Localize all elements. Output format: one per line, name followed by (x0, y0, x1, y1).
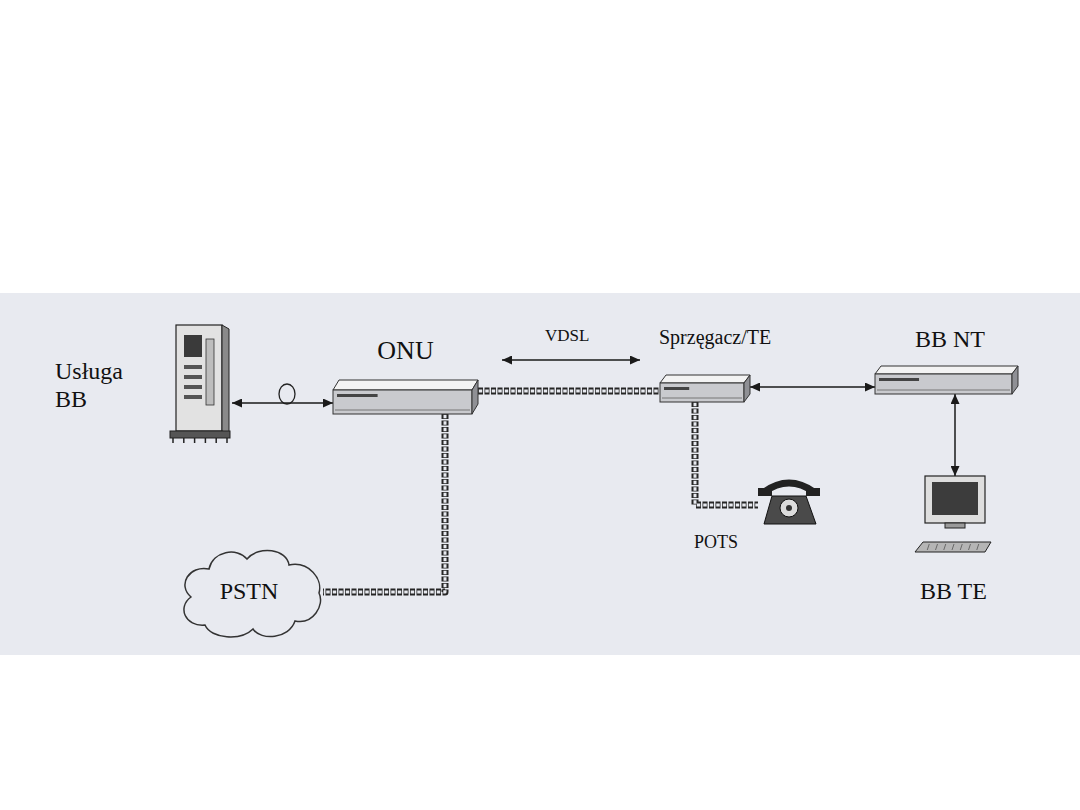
monitor-case (925, 476, 985, 523)
copper-pair (323, 414, 445, 592)
server-slot (184, 385, 202, 389)
keyboard-key-row (960, 544, 962, 550)
splitter-device: Sprzęgacz/TE (655, 326, 807, 402)
node-label: POTS (694, 532, 774, 553)
pair-inner (695, 402, 758, 505)
phone-drawing (758, 483, 820, 524)
keyboard-key-row (977, 544, 979, 550)
server-foot (183, 438, 185, 443)
keyboard-key-row (936, 544, 938, 550)
server-foot (194, 438, 196, 443)
monitor-screen (932, 482, 978, 515)
fiber-symbol (279, 384, 295, 404)
device-trim (335, 410, 470, 411)
arrow-line (750, 386, 875, 388)
pair-outer (695, 402, 758, 505)
phone-icon (758, 478, 820, 524)
computer-terminal: BB TE (900, 474, 1017, 609)
copper-pair (695, 402, 758, 505)
device-panel (664, 387, 689, 390)
service-server: Usługa BB (50, 320, 235, 445)
node-label: Sprzęgacz/TE (659, 326, 805, 349)
server-foot (205, 438, 207, 443)
phone-mouthpiece (806, 488, 820, 496)
device-panel (879, 378, 919, 381)
device-trim (662, 398, 742, 399)
keyboard-key-row (944, 544, 946, 550)
device-top (333, 380, 478, 390)
device-drawing (333, 380, 478, 414)
server-side (222, 325, 229, 433)
link-arrow (750, 387, 875, 388)
server-foot (215, 438, 217, 443)
network-cloud: PSTN (175, 545, 325, 642)
server-base (170, 431, 230, 438)
keyboard (915, 542, 991, 552)
device-icon (333, 380, 478, 414)
server-slot (184, 365, 202, 369)
pair-outer (323, 414, 445, 592)
device-icon (875, 366, 1018, 394)
device-front (875, 374, 1012, 394)
device-icon (660, 375, 750, 402)
phone-body (764, 496, 816, 524)
device-top (660, 375, 750, 383)
node-label: BB TE (920, 578, 1015, 606)
server-slot (184, 395, 202, 399)
link-arrow (232, 403, 333, 404)
arrow-line (232, 402, 333, 404)
computer-icon (915, 476, 995, 552)
link-arrow (955, 394, 956, 476)
server-icon (170, 325, 232, 443)
phone-earpiece (758, 488, 772, 496)
keyboard-key-row (952, 544, 954, 550)
device-trim (877, 390, 1010, 391)
pair-inner (478, 390, 660, 393)
node-label: BB NT (915, 326, 1015, 354)
phone-dial-hub (786, 505, 792, 511)
server-slot (184, 375, 202, 379)
server-foot (226, 438, 228, 443)
onu-device: ONU (333, 336, 480, 414)
span-arrow (502, 359, 640, 361)
node-label: PSTN (175, 578, 323, 606)
device-drawing (875, 366, 1018, 394)
device-front (333, 390, 472, 414)
device-front (660, 383, 744, 402)
pair-inner (323, 414, 445, 592)
keyboard-key-row (969, 544, 971, 550)
device-side (472, 380, 478, 414)
server-drawing (170, 325, 230, 443)
node-label: Usługa BB (55, 358, 123, 413)
server-body (176, 325, 222, 431)
server-bay (184, 335, 202, 357)
copper-pair (478, 391, 660, 392)
server-drive (206, 339, 214, 405)
nt-device: BB NT (870, 326, 1020, 394)
device-top (875, 366, 1018, 374)
device-side (744, 375, 750, 402)
device-panel (337, 394, 378, 397)
server-foot (172, 438, 174, 443)
phone-dial (780, 499, 798, 517)
device-side (1012, 366, 1018, 394)
arrow-line (954, 394, 956, 476)
figure-band (0, 293, 1080, 655)
device-drawing (660, 375, 750, 402)
telephone: POTS (688, 476, 828, 556)
computer-drawing (915, 476, 991, 552)
monitor-stand (945, 523, 965, 528)
node-label: ONU (333, 336, 478, 366)
keyboard-key-row (927, 544, 929, 550)
edge-label: VDSL (545, 326, 589, 346)
pair-outer (478, 388, 660, 395)
